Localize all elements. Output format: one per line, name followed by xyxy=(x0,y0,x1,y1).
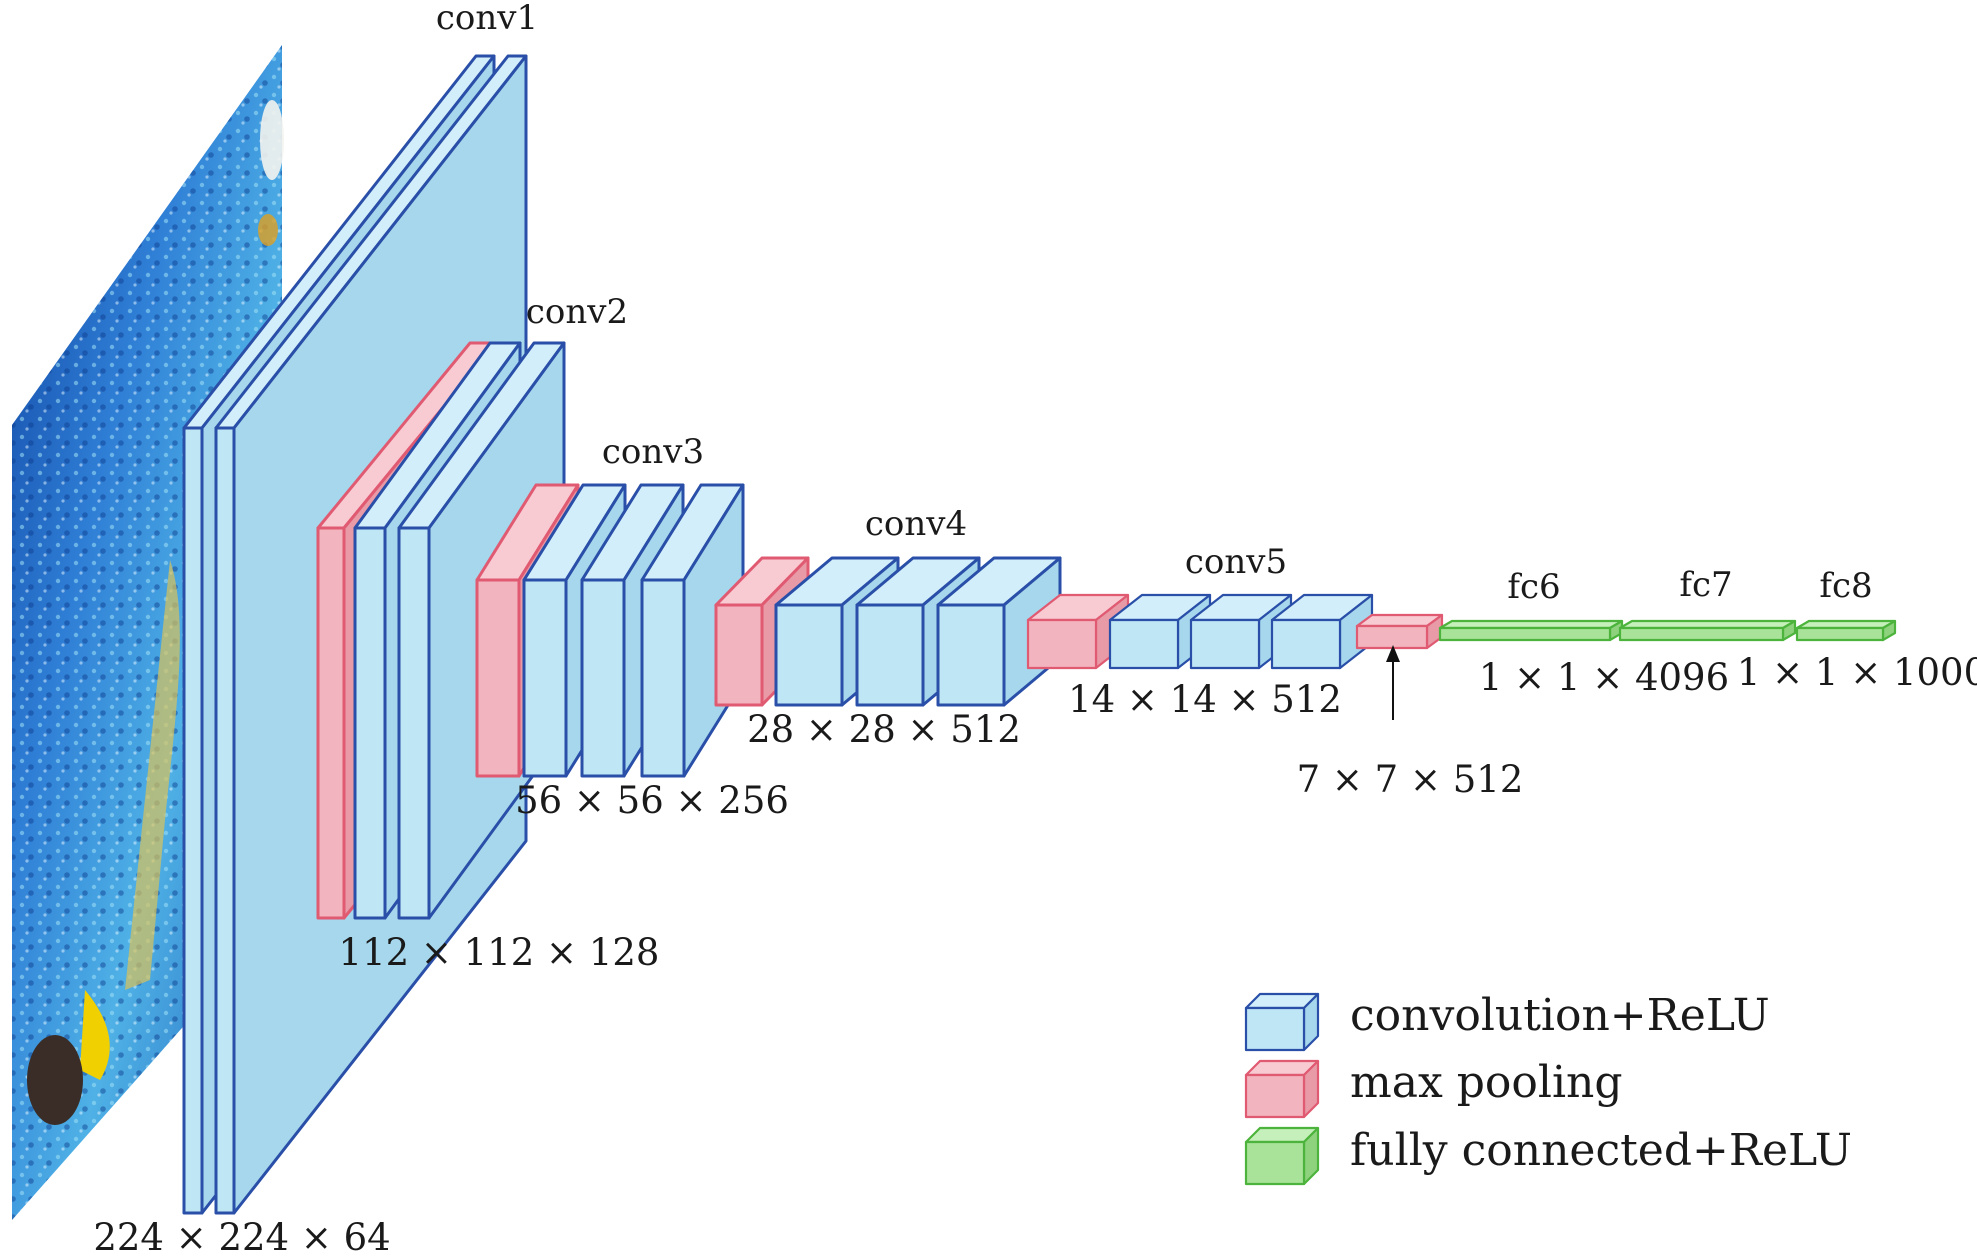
dims-conv4: 28 × 28 × 512 xyxy=(747,708,1021,751)
dims-conv5: 14 × 14 × 512 xyxy=(1068,678,1342,721)
fc7-block xyxy=(1618,619,1797,642)
dims-conv1: 224 × 224 × 64 xyxy=(93,1216,390,1259)
legend-label-fc: fully connected+ReLU xyxy=(1350,1125,1852,1176)
legend-pool-icon xyxy=(1244,1059,1320,1119)
legend-label-pool: max pooling xyxy=(1350,1057,1623,1108)
stage-label-fc8: fc8 xyxy=(1819,566,1872,606)
stage-label-fc6: fc6 xyxy=(1507,567,1560,607)
stage-label-conv4: conv4 xyxy=(865,504,967,544)
stage-label-conv2: conv2 xyxy=(526,292,628,332)
dims-conv3: 56 × 56 × 256 xyxy=(515,779,789,822)
dims-pool5: 7 × 7 × 512 xyxy=(1297,758,1524,801)
stage-label-conv1: conv1 xyxy=(436,0,538,38)
stage-label-fc7: fc7 xyxy=(1679,565,1732,605)
legend-label-conv: convolution+ReLU xyxy=(1350,990,1770,1041)
legend: convolution+ReLU max pooling fully conne… xyxy=(1244,990,1852,1186)
pool5-arrow xyxy=(1386,645,1400,720)
layer-blocks xyxy=(182,54,1897,1215)
stage-label-conv5: conv5 xyxy=(1185,542,1287,582)
legend-icons xyxy=(1244,992,1320,1186)
legend-conv-icon xyxy=(1244,992,1320,1052)
stage-label-conv3: conv3 xyxy=(602,432,704,472)
pool5-block xyxy=(1355,613,1444,650)
dims-fc7: 1 × 1 × 4096 xyxy=(1479,656,1729,699)
legend-fc-icon xyxy=(1244,1126,1320,1186)
dims-conv2: 112 × 112 × 128 xyxy=(339,931,660,974)
dims-fc8: 1 × 1 × 1000 xyxy=(1737,651,1977,694)
fc6-block xyxy=(1438,619,1624,642)
conv4-pool-block xyxy=(714,556,810,707)
fc8-block xyxy=(1795,619,1897,642)
